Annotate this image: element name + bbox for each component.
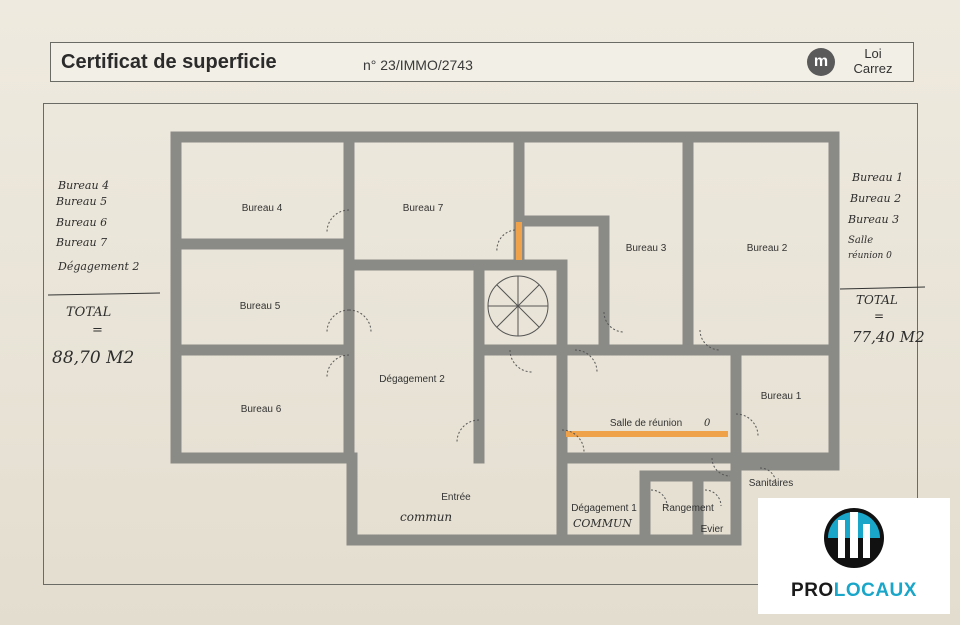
door-icon	[456, 419, 480, 443]
room-label-degagement1: Dégagement 1	[571, 503, 637, 514]
left-note-2: Bureau 6	[55, 216, 107, 229]
plan-frame	[43, 103, 918, 585]
room-label-entree: Entrée	[441, 492, 471, 503]
door-icon	[759, 467, 777, 485]
door-icon	[496, 229, 516, 253]
right-note-3: Salle	[848, 235, 873, 246]
left-handwritten-notes: Bureau 4 Bureau 5 Bureau 6 Bureau 7 Déga…	[47, 179, 161, 368]
room-label-bureau3: Bureau 3	[626, 243, 667, 254]
spiral-staircase-icon	[487, 275, 549, 337]
brand-part-pro: PRO	[791, 580, 834, 601]
certificate-reference: n° 23/IMMO/2743	[363, 57, 473, 73]
loi-label: Loi	[864, 46, 882, 61]
brand-part-locaux: LOCAUX	[833, 580, 917, 601]
left-total-label: TOTAL	[66, 305, 111, 320]
door-icon	[561, 429, 585, 453]
loi-carrez-label: Loi Carrez	[845, 46, 901, 76]
door-icon	[704, 489, 722, 507]
left-total-value: 88,70 M2	[52, 348, 134, 368]
building-logo-icon	[824, 508, 884, 568]
door-icon	[348, 309, 372, 333]
certificate-header: Certificat de superficie n° 23/IMMO/2743…	[50, 42, 914, 82]
right-note-0: Bureau 1	[851, 171, 903, 184]
certificate-title: Certificat de superficie	[61, 51, 277, 73]
left-note-0: Bureau 4	[57, 179, 109, 192]
door-icon	[509, 349, 533, 373]
door-icon	[650, 489, 668, 507]
left-note-1: Bureau 5	[55, 195, 107, 208]
handwritten-commun-degagement: COMMUN	[573, 517, 632, 530]
room-label-sanitaires: Sanitaires	[749, 478, 793, 489]
prolocaux-wordmark: PROLOCAUX	[758, 580, 950, 602]
m-logo-icon: m	[807, 48, 835, 76]
highlight-marks	[516, 222, 728, 437]
room-label-salle-reunion: Salle de réunion	[610, 418, 682, 429]
door-icon	[711, 457, 731, 477]
door-swings	[326, 209, 777, 507]
handwritten-commun-entree: commun	[400, 510, 452, 524]
room-label-bureau7: Bureau 7	[403, 203, 444, 214]
door-icon	[326, 209, 350, 233]
room-label-bureau4: Bureau 4	[242, 203, 283, 214]
outer-wall	[170, 131, 840, 546]
right-total-equals: =	[874, 309, 884, 323]
right-note-4: réunion 0	[848, 250, 892, 261]
door-icon	[735, 413, 759, 437]
left-divider	[47, 292, 161, 296]
room-label-degagement2: Dégagement 2	[379, 374, 445, 385]
room-label-rangement: Rangement	[662, 503, 714, 514]
right-handwritten-notes: Bureau 1 Bureau 2 Bureau 3 Salle réunion…	[839, 171, 926, 346]
door-icon	[326, 354, 350, 378]
right-total-label: TOTAL	[856, 293, 898, 307]
room-label-bureau2: Bureau 2	[747, 243, 788, 254]
right-divider	[839, 286, 926, 290]
room-label-evier: Evier	[701, 524, 724, 535]
left-note-3: Bureau 7	[55, 236, 107, 249]
left-note-4: Dégagement 2	[57, 260, 139, 273]
door-icon	[326, 309, 350, 333]
prolocaux-logo: PROLOCAUX	[758, 498, 950, 614]
carrez-label: Carrez	[853, 61, 893, 76]
left-total-equals: =	[92, 323, 103, 338]
door-icon	[603, 311, 625, 333]
right-total-value: 77,40 M2	[852, 328, 925, 346]
door-icon	[699, 329, 721, 351]
right-note-1: Bureau 2	[849, 192, 901, 205]
plan-walls	[170, 131, 840, 546]
room-label-bureau1: Bureau 1	[761, 391, 802, 402]
door-icon	[574, 349, 598, 373]
room-label-bureau5: Bureau 5	[240, 301, 281, 312]
room-label-bureau6: Bureau 6	[241, 404, 282, 415]
salle-mark: 0	[704, 418, 711, 429]
right-note-2: Bureau 3	[847, 213, 899, 226]
